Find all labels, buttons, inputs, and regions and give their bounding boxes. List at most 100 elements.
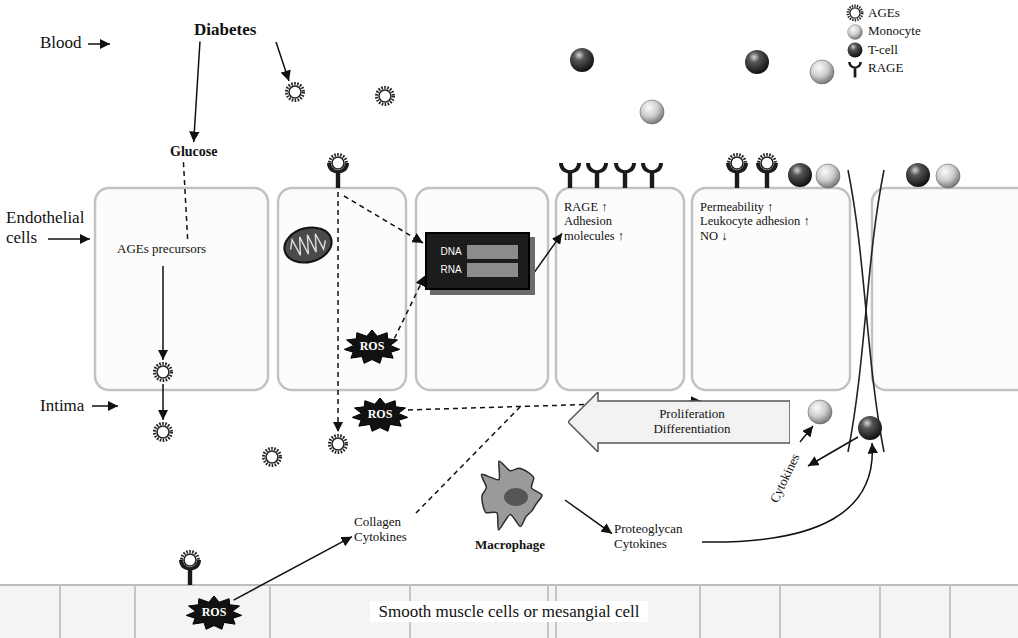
legend-row: Monocyte <box>846 23 921 41</box>
t-cell-icon <box>848 43 863 58</box>
endothelial-cell <box>556 188 684 390</box>
cell-divider <box>699 585 701 638</box>
connector-arrow <box>234 537 352 600</box>
monocyte <box>936 164 960 188</box>
tissue-band: Smooth muscle cells or mesangial cell <box>0 585 1018 638</box>
curved-pathway-arrow <box>702 443 872 542</box>
text-holder: ROS <box>360 340 385 354</box>
endothelial-cell <box>872 188 1018 390</box>
tissue-border <box>0 584 1018 586</box>
junction-line <box>848 170 884 452</box>
secretion-label: Proteoglycan Cytokines <box>612 520 706 554</box>
text-holder: Permeability ↑ Leukocyte adhesion ↑ NO ↓ <box>700 200 818 243</box>
age-particle <box>330 436 347 453</box>
disease-label: Diabetes <box>192 18 258 42</box>
rage-receptor-bound <box>179 552 201 586</box>
age-particle <box>377 88 394 105</box>
junction-lines <box>848 170 884 452</box>
process-text: Differentiation <box>653 422 730 437</box>
precursor-label: AGEs precursors <box>115 240 208 259</box>
node-text: Glucose <box>170 144 217 160</box>
rage-receptor <box>559 163 581 188</box>
legend-icon <box>846 4 864 22</box>
effect-label: RAGE ↑ Adhesion molecules ↑ <box>562 198 640 245</box>
text-holder: Cytokines <box>767 451 803 505</box>
legend-text: Monocyte <box>868 24 921 39</box>
endothelial-cell <box>278 188 406 390</box>
nucleus-box: DNARNA <box>425 232 530 290</box>
legend-row: T-cell <box>846 41 898 59</box>
mitochondrion <box>280 222 335 267</box>
junction-line <box>848 170 884 452</box>
t-cell <box>745 50 769 74</box>
age-icon <box>848 6 862 20</box>
process-arrow: ProliferationDifferentiation <box>568 392 790 452</box>
cell-divider <box>59 585 61 638</box>
star-outline <box>186 596 241 629</box>
mitochondrion-cristae <box>288 231 328 259</box>
rage-icon <box>848 62 862 78</box>
node-text: Cytokines <box>767 451 803 505</box>
pathway-arrow <box>800 426 813 442</box>
endothelial-cells <box>95 188 1018 390</box>
ros-star: ROS <box>186 596 242 630</box>
connector-group <box>183 42 701 601</box>
connector-arrow <box>183 162 187 240</box>
age-particle <box>155 424 172 441</box>
cell-dividers <box>60 585 950 638</box>
text-holder: Diabetes <box>194 20 256 40</box>
monocyte <box>810 60 834 84</box>
endothelial-cell <box>692 188 850 390</box>
text-holder: ROS <box>368 408 393 422</box>
text-holder: ProliferationDifferentiation <box>653 407 730 437</box>
legend-text: RAGE <box>868 61 903 76</box>
legend-text: T-cell <box>868 43 898 58</box>
t-cell <box>570 48 594 72</box>
smooth-muscle-layer <box>0 585 1018 638</box>
macrophage-nucleus <box>504 488 528 506</box>
node-text: RAGE ↑ Adhesion molecules ↑ <box>564 200 638 243</box>
pointer-arrow <box>88 43 110 45</box>
dashed-pathway-arrow <box>344 196 423 243</box>
nucleic-acid-label: RNA <box>438 263 518 277</box>
side-label-box: Intima <box>40 396 84 416</box>
node-text: Diabetes <box>194 20 256 40</box>
region-label: Endothelial cells <box>6 208 94 247</box>
rage-receptor <box>641 163 663 188</box>
connector-arrow <box>394 276 425 339</box>
t-cell <box>858 416 882 440</box>
cell-divider <box>949 585 951 638</box>
pathway-arrow <box>162 266 164 360</box>
metabolite-label: Glucose <box>168 142 219 162</box>
pathway-arrows <box>48 42 872 542</box>
tissue-text: Smooth muscle cells or mesangial cell <box>370 601 647 623</box>
legend-icon <box>846 60 864 78</box>
legend-icon <box>846 41 864 59</box>
rage-receptor-bound <box>327 155 349 189</box>
ros-star: ROS <box>344 330 400 364</box>
block-arrow-outline <box>568 392 790 452</box>
connector-arrow <box>565 500 612 534</box>
monocyte <box>640 100 664 124</box>
ros-text: ROS <box>368 408 393 422</box>
process-text: Proliferation <box>653 407 730 422</box>
cell-divider <box>779 585 781 638</box>
dashed-pathway-arrow <box>337 192 339 432</box>
pathway-arrow <box>276 42 289 81</box>
ros-star: ROS <box>352 398 408 432</box>
cell-name: Macrophage <box>475 538 545 553</box>
monocyte <box>816 164 840 188</box>
region-label: Intima <box>40 396 84 416</box>
node-text: AGEs precursors <box>117 242 206 257</box>
side-label-box: Blood <box>40 33 82 53</box>
ros-text: ROS <box>360 340 385 354</box>
cell-divider <box>134 585 136 638</box>
star-outline <box>344 330 399 363</box>
side-label-box: Endothelial cells <box>6 208 94 247</box>
legend-text: AGEs <box>868 6 900 21</box>
age-particle <box>264 449 281 466</box>
text-holder: RAGE ↑ Adhesion molecules ↑ <box>564 200 638 243</box>
rage-receptor-bound <box>756 155 778 189</box>
legend-icon <box>846 23 864 41</box>
t-cell <box>906 163 930 187</box>
